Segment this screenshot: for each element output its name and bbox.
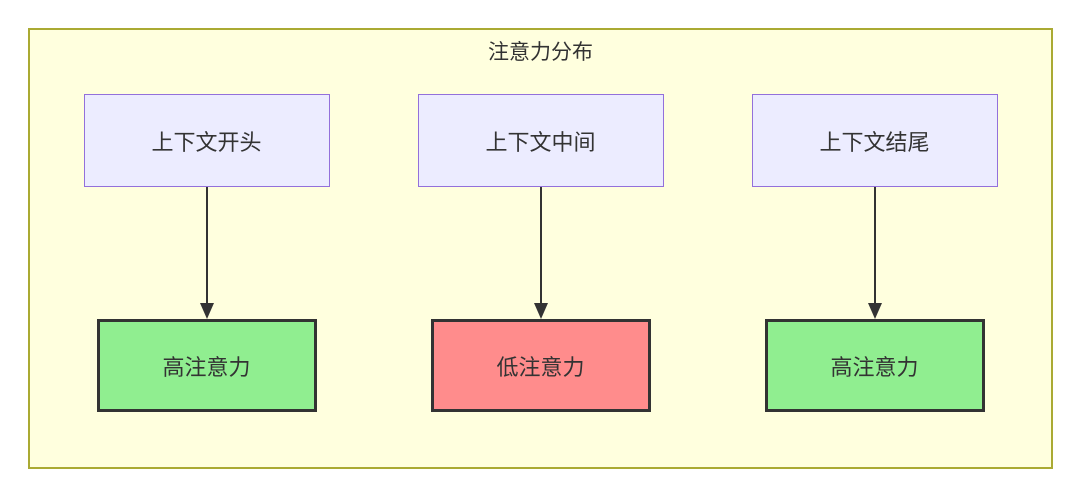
attention-distribution-diagram: 注意力分布 上下文开头 高注意力 上下文中间 低注意力 上下文结尾 [28, 28, 1053, 469]
source-node-context-middle: 上下文中间 [417, 94, 664, 187]
flow-column-context-start: 上下文开头 高注意力 [83, 94, 330, 412]
diagram-title: 注意力分布 [488, 41, 593, 64]
source-node-context-end: 上下文结尾 [751, 94, 998, 187]
flow-column-context-middle: 上下文中间 低注意力 [417, 94, 664, 412]
arrow-down-icon [867, 187, 882, 319]
diagram-columns: 上下文开头 高注意力 上下文中间 低注意力 上下文结尾 [30, 94, 1051, 412]
arrow-down-icon [533, 187, 548, 319]
flow-column-context-end: 上下文结尾 高注意力 [751, 94, 998, 412]
target-node-low-attention: 低注意力 [430, 319, 651, 412]
target-node-high-attention-1: 高注意力 [96, 319, 317, 412]
source-node-context-start: 上下文开头 [83, 94, 330, 187]
target-node-high-attention-2: 高注意力 [764, 319, 985, 412]
arrow-down-icon [199, 187, 214, 319]
